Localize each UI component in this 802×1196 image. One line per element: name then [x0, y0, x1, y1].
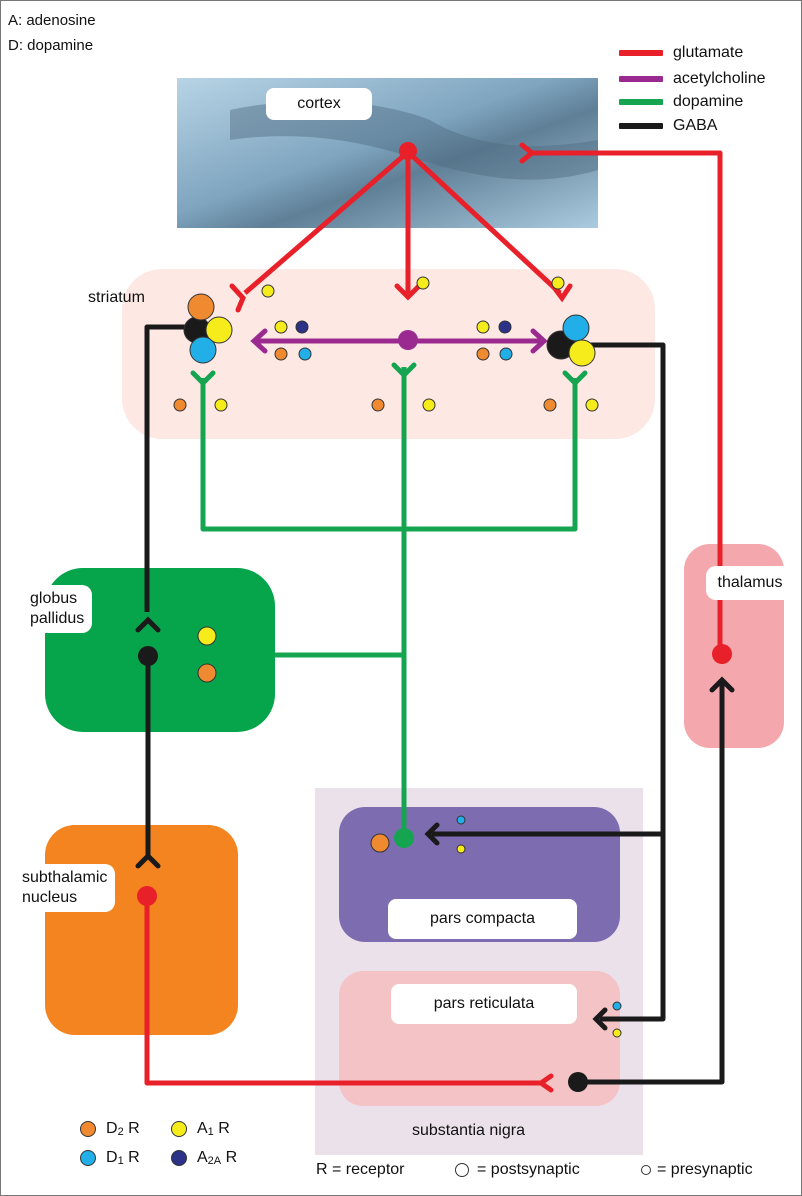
abbrev-adenosine: A: adenosine	[8, 12, 96, 29]
presynaptic-note: = presynaptic	[641, 1161, 753, 1179]
legend-glutamate: glutamate	[619, 44, 743, 62]
pars-reticulata-neuron	[568, 1072, 588, 1092]
d2-main: D	[106, 1120, 118, 1137]
globus-pallidus-region	[45, 568, 275, 732]
a2a-receptor-dot	[171, 1150, 187, 1166]
d1-main: D	[106, 1149, 118, 1166]
legend-acetylcholine-label: acetylcholine	[673, 70, 766, 87]
d1-sub: 1	[117, 1155, 124, 1167]
a2a-receptor-text: A2A R	[197, 1149, 237, 1167]
presynaptic-text: = presynaptic	[657, 1161, 753, 1178]
d1-receptor-text: D1 R	[106, 1149, 140, 1167]
legend-d2-receptor: D2 R	[80, 1120, 140, 1138]
cortex-dark-band	[230, 101, 598, 180]
d2-sub: 2	[117, 1126, 124, 1138]
postsynaptic-note: = postsynaptic	[455, 1161, 580, 1179]
gaba-pathways	[144, 324, 725, 1085]
presynaptic-dot	[641, 1165, 651, 1175]
legend-a2a-receptor: A2A R	[171, 1149, 237, 1167]
pars-compacta-label: pars compacta	[388, 899, 577, 939]
substantia-nigra-label: substantia nigra	[412, 1122, 525, 1139]
glutamate-terminals	[229, 142, 573, 1093]
a2a-sub: 2A	[207, 1155, 222, 1167]
glutamate-pathways	[144, 150, 723, 1086]
receptor-dots	[173, 276, 622, 1038]
postsynaptic-text: = postsynaptic	[477, 1161, 580, 1178]
d2-receptor-dot	[80, 1121, 96, 1137]
striatal-neuron-left	[183, 293, 233, 364]
globus-pallidus-label: globus pallidus	[18, 585, 93, 633]
thalamus-neuron	[712, 644, 732, 664]
cortex-region	[177, 78, 598, 228]
a1-sub: 1	[207, 1126, 214, 1138]
dopamine-pathways	[200, 367, 578, 838]
d1-suffix: R	[128, 1149, 140, 1166]
abbrev-dopamine: D: dopamine	[8, 37, 94, 54]
a1-receptor-dot	[171, 1121, 187, 1137]
legend-a1-receptor: A1 R	[171, 1120, 230, 1138]
a2a-main: A	[197, 1149, 208, 1166]
a1-suffix: R	[218, 1120, 230, 1137]
acetylcholine-terminals	[250, 328, 548, 354]
postsynaptic-dot	[455, 1163, 469, 1177]
d2-suffix: R	[128, 1120, 140, 1137]
dopamine-swatch	[619, 99, 663, 105]
legend-dopamine: dopamine	[619, 93, 743, 111]
striatum-region	[122, 269, 655, 439]
legend-acetylcholine: acetylcholine	[619, 70, 766, 88]
striatum-label: striatum	[88, 289, 145, 306]
globus-pallidus-neuron	[138, 646, 158, 666]
striatal-neuron-right	[546, 314, 596, 367]
a2a-suffix: R	[225, 1149, 238, 1166]
pars-compacta-neuron	[394, 828, 414, 848]
subthalamic-nucleus-label: subthalamic nucleus	[10, 864, 116, 912]
subthalamic-nucleus-region	[45, 825, 238, 1035]
glutamate-swatch	[619, 50, 663, 56]
a1-receptor-text: A1 R	[197, 1120, 230, 1138]
receptor-note: R = receptor	[316, 1161, 405, 1178]
legend-gaba-label: GABA	[673, 117, 718, 134]
subthalamic-neuron	[137, 886, 157, 906]
legend-glutamate-label: glutamate	[673, 44, 744, 61]
gaba-terminals	[135, 616, 735, 1031]
d2-receptor-text: D2 R	[106, 1120, 140, 1138]
dopamine-terminals	[190, 362, 588, 387]
acetylcholine-swatch	[619, 76, 663, 82]
a1-main: A	[197, 1120, 208, 1137]
thalamus-label: thalamus	[706, 566, 794, 600]
cortex-label: cortex	[266, 88, 372, 120]
legend-dopamine-label: dopamine	[673, 93, 744, 110]
d1-receptor-dot	[80, 1150, 96, 1166]
legend-gaba: GABA	[619, 117, 717, 135]
cholinergic-interneuron	[398, 330, 418, 350]
pars-reticulata-label: pars reticulata	[391, 984, 577, 1024]
cortex-neuron	[399, 142, 417, 160]
legend-d1-receptor: D1 R	[80, 1149, 140, 1167]
gaba-swatch	[619, 123, 663, 129]
